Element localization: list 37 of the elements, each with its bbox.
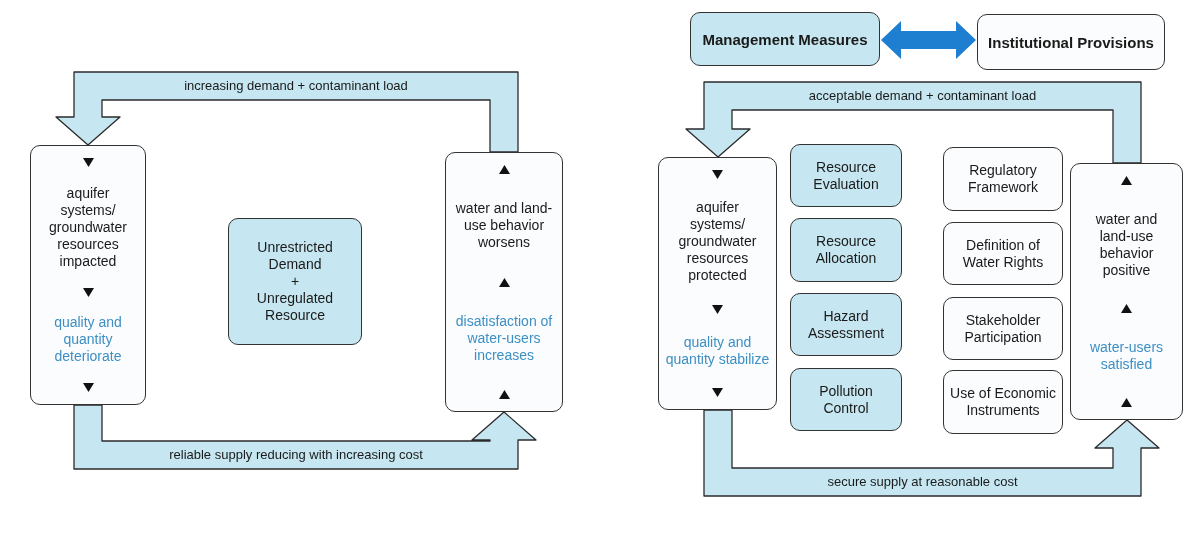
box-text: Institutional Provisions	[988, 33, 1154, 51]
box-text: Hazard Assessment	[806, 307, 886, 342]
double-arrow	[881, 21, 976, 59]
box-text: Management Measures	[702, 30, 868, 48]
box-text: aquifer systems/ groundwater resources protected	[677, 199, 758, 285]
box-text: water and land-use behavior worsens	[454, 200, 554, 252]
process-box	[690, 12, 880, 66]
process-box	[445, 152, 563, 412]
process-box	[228, 218, 362, 345]
process-box	[790, 144, 902, 207]
process-box	[1070, 163, 1183, 420]
box-text: Use of Economic Instruments	[949, 385, 1057, 419]
process-box	[943, 222, 1063, 285]
box-text: aquifer systems/ groundwater resources impacted	[48, 184, 128, 270]
box-text: Regulatory Framework	[967, 162, 1039, 196]
box-text: Unregulated Resource	[255, 290, 335, 324]
process-box	[943, 370, 1063, 434]
outcome-text: quality and quantity deteriorate	[53, 314, 123, 366]
box-text: Resource Evaluation	[812, 158, 880, 193]
process-box	[943, 147, 1063, 211]
box-text: Definition of Water Rights	[961, 236, 1045, 271]
box-text: +	[290, 273, 300, 290]
outcome-text: disatisfaction of water-users increases	[454, 312, 554, 364]
box-text: Pollution Control	[818, 382, 874, 417]
box-text: Unrestricted Demand	[256, 239, 334, 273]
box-text: Stakeholder Participation	[963, 311, 1043, 346]
outcome-text: quality and quantity stabilize	[664, 333, 771, 368]
process-box	[790, 293, 902, 356]
box-text: Resource Allocation	[814, 233, 878, 267]
process-box	[977, 14, 1165, 70]
process-box	[943, 297, 1063, 360]
outcome-text: water-users satisfied	[1088, 338, 1165, 373]
process-box	[790, 368, 902, 431]
process-box	[658, 157, 777, 410]
box-text: water and land-use behavior positive	[1094, 210, 1159, 279]
process-box	[790, 218, 902, 282]
process-box	[30, 145, 146, 405]
